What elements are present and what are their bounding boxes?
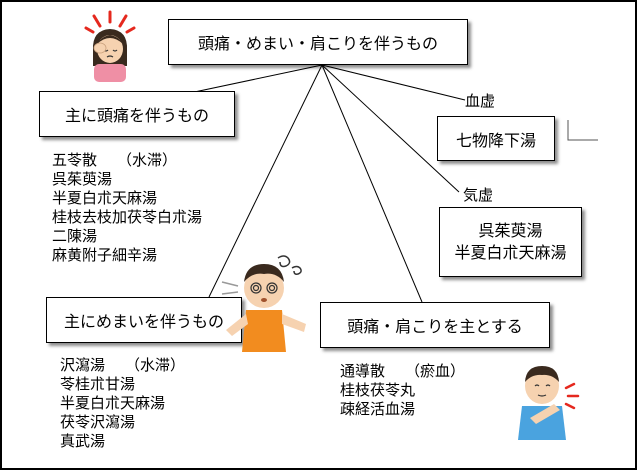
shoulder-box: 頭痛・肩こりを主とする xyxy=(320,302,550,348)
condition-note: （瘀血） xyxy=(405,362,466,380)
small-bracket-mark xyxy=(567,120,598,141)
list-item: 真武湯 xyxy=(60,432,106,450)
list-item: 麻黄附子細辛湯 xyxy=(52,246,158,264)
line-root-qi xyxy=(321,64,460,193)
blood-deficiency-box: 七物降下湯 xyxy=(437,116,555,161)
headache-remedy-list: 五苓散（水滞） 呉茱萸湯 半夏白朮天麻湯 桂枝去枝加茯苓白朮湯 二陳湯 麻黄附子… xyxy=(52,151,202,265)
list-item: 疎経活血湯 xyxy=(340,400,416,418)
list-item: 沢瀉湯（水滞） xyxy=(60,356,186,374)
headache-title: 主に頭痛を伴うもの xyxy=(64,106,209,125)
dizziness-remedy-list: 沢瀉湯（水滞） 苓桂朮甘湯 半夏白朮天麻湯 茯苓沢瀉湯 真武湯 xyxy=(60,356,185,451)
headache-box: 主に頭痛を伴うもの xyxy=(39,91,235,137)
line-root-shoulder xyxy=(321,64,423,303)
dizziness-box: 主にめまいを伴うもの xyxy=(46,297,242,343)
list-item: 五苓散（水滞） xyxy=(52,151,178,169)
list-item: 桂枝去枝加茯苓白朮湯 xyxy=(52,208,203,226)
line-root-headache xyxy=(184,64,323,95)
shoulder-title: 頭痛・肩こりを主とする xyxy=(347,317,523,336)
blood-deficiency-remedy: 七物降下湯 xyxy=(455,130,536,150)
blood-deficiency-label: 血虚 xyxy=(465,92,496,110)
dizziness-title: 主にめまいを伴うもの xyxy=(63,312,224,331)
stiff-shoulder-person-illustration xyxy=(518,366,580,440)
condition-note: （水滞） xyxy=(125,356,186,374)
condition-note: （水滞） xyxy=(117,151,178,169)
line-root-blood xyxy=(321,64,466,101)
list-item: 半夏白朮天麻湯 xyxy=(52,189,158,207)
list-item: 通導散（瘀血） xyxy=(340,362,466,380)
line-root-dizziness xyxy=(208,64,323,298)
list-item: 苓桂朮甘湯 xyxy=(60,375,136,393)
list-item: 桂枝茯苓丸 xyxy=(340,381,416,399)
root-box: 頭痛・めまい・肩こりを伴うもの xyxy=(168,19,468,65)
qi-remedy-1: 呉茱萸湯 xyxy=(478,221,543,240)
qi-deficiency-label: 気虚 xyxy=(463,186,494,204)
dizzy-person-illustration xyxy=(221,255,306,352)
list-item: 二陳湯 xyxy=(52,227,98,245)
root-title: 頭痛・めまい・肩こりを伴うもの xyxy=(197,34,438,53)
qi-remedy-2: 半夏白朮天麻湯 xyxy=(454,243,567,262)
shoulder-remedy-list: 通導散（瘀血） 桂枝茯苓丸 疎経活血湯 xyxy=(340,362,465,419)
headache-person-illustration xyxy=(84,10,136,82)
list-item: 半夏白朮天麻湯 xyxy=(60,394,166,412)
qi-deficiency-box: 呉茱萸湯 半夏白朮天麻湯 xyxy=(439,207,582,277)
list-item: 呉茱萸湯 xyxy=(52,170,113,188)
list-item: 茯苓沢瀉湯 xyxy=(60,413,136,431)
